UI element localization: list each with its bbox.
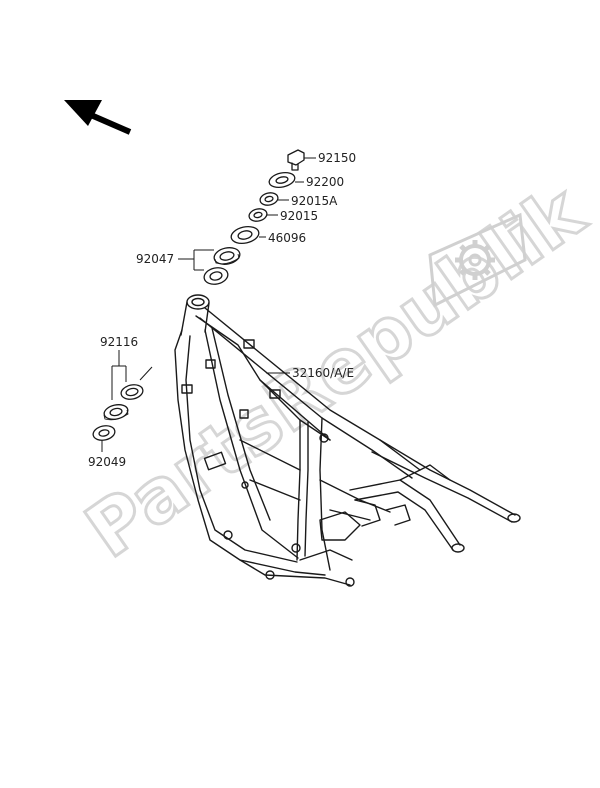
label-32160: 32160/A/E — [292, 366, 354, 380]
bearing-92047-upper — [213, 247, 241, 265]
steering-stem-parts — [92, 149, 305, 441]
label-92049: 92049 — [88, 455, 126, 469]
label-92015: 92015 — [280, 209, 318, 223]
bearing-92116 — [103, 384, 144, 421]
motorcycle-frame — [174, 294, 521, 587]
label-92200: 92200 — [306, 175, 344, 189]
label-92116: 92116 — [100, 335, 138, 349]
cap-46096 — [230, 226, 260, 244]
bolt-92150 — [287, 149, 305, 171]
gear-flag-logo-icon — [428, 212, 527, 308]
label-92150: 92150 — [318, 151, 356, 165]
label-92015A: 92015A — [291, 194, 338, 208]
nut-92015A — [259, 192, 279, 206]
label-92047: 92047 — [136, 252, 174, 266]
bearing-92047-lower — [203, 267, 229, 285]
nut-92015 — [248, 208, 268, 222]
part-labels: 92150 92200 92015A 92015 46096 92047 921… — [88, 151, 356, 469]
washer-92200 — [268, 171, 296, 189]
label-46096: 46096 — [268, 231, 306, 245]
leader-lines — [101, 157, 316, 452]
seal-92049 — [92, 425, 116, 441]
front-direction-arrow-icon — [64, 100, 132, 135]
